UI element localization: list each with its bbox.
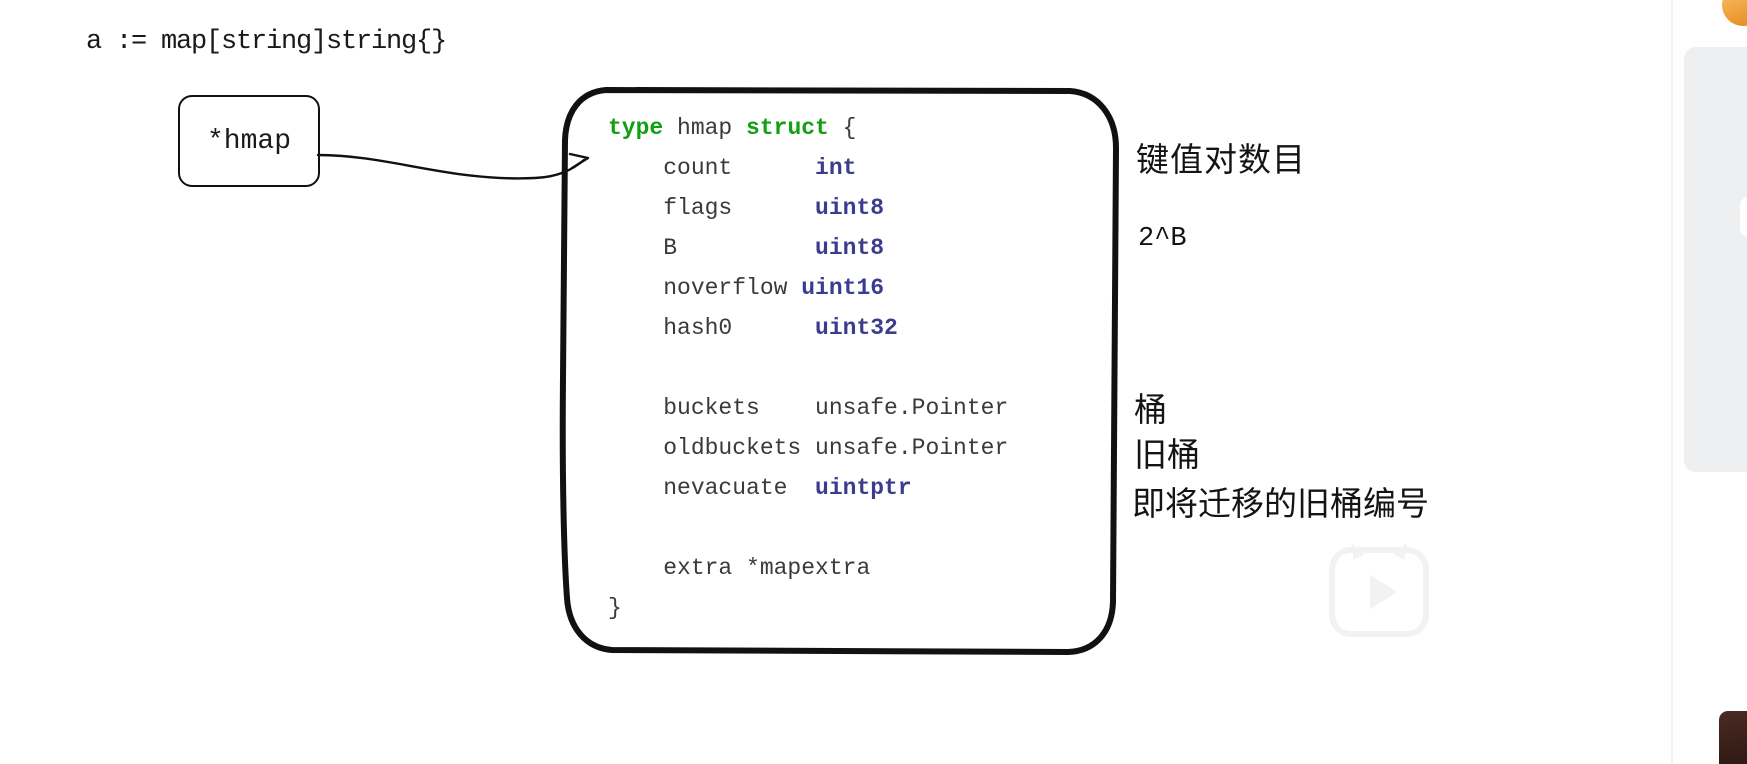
- code-token: hash0: [608, 315, 816, 341]
- code-line: B uint8: [608, 228, 1008, 268]
- annotation-oldbuckets: 旧桶: [1134, 435, 1200, 474]
- code-token: nevacuate: [608, 475, 816, 501]
- code-token: }: [608, 595, 622, 621]
- code-token: uint8: [815, 195, 885, 221]
- annotation-nevacuate: 即将迁移的旧桶编号: [1132, 484, 1429, 523]
- code-token: int: [815, 155, 857, 181]
- code-line: nevacuate uintptr: [608, 468, 1008, 508]
- code-token: uintptr: [815, 475, 912, 501]
- hmap-pointer-box: *hmap: [178, 95, 320, 187]
- hmap-struct-code: type hmap struct { count int flags uint8…: [608, 108, 1008, 628]
- code-token: struct: [746, 115, 829, 141]
- code-line: flags uint8: [608, 188, 1008, 228]
- code-token: type: [608, 115, 664, 141]
- code-token: uint32: [815, 315, 898, 341]
- annotation-b: 2^B: [1138, 224, 1187, 254]
- code-token: noverflow: [608, 275, 802, 301]
- code-token: B: [608, 235, 816, 261]
- code-token: uint8: [815, 235, 885, 261]
- code-line: hash0 uint32: [608, 308, 1008, 348]
- panel-divider: [1671, 0, 1673, 764]
- play-button-watermark-icon: [1329, 547, 1429, 637]
- code-token: extra *mapextra: [608, 555, 871, 581]
- code-token: buckets unsafe.Pointer: [608, 395, 1009, 421]
- hmap-pointer-label: *hmap: [206, 125, 291, 157]
- code-token: {: [828, 115, 857, 141]
- map-declaration-text: a := map[string]string{}: [86, 27, 447, 57]
- code-line: extra *mapextra: [608, 548, 1008, 588]
- play-triangle-icon: [1369, 575, 1397, 609]
- annotation-count: 键值对数目: [1136, 140, 1306, 179]
- code-line: }: [608, 588, 1008, 628]
- side-panel-thumbnail[interactable]: [1719, 711, 1747, 764]
- code-token: hmap: [663, 115, 747, 141]
- code-line: [608, 508, 1008, 548]
- code-token: count: [608, 155, 816, 181]
- right-side-panel: [1673, 0, 1747, 764]
- code-token: flags: [608, 195, 816, 221]
- side-panel-card-notch: [1740, 197, 1747, 237]
- diagram-canvas: a := map[string]string{} *hmap type hmap…: [0, 0, 1672, 764]
- code-line: buckets unsafe.Pointer: [608, 388, 1008, 428]
- code-line: [608, 348, 1008, 388]
- code-line: oldbuckets unsafe.Pointer: [608, 428, 1008, 468]
- code-token: uint16: [801, 275, 885, 301]
- avatar-orange-circle[interactable]: [1722, 0, 1747, 26]
- annotation-buckets: 桶: [1134, 390, 1167, 429]
- code-line: noverflow uint16: [608, 268, 1008, 308]
- code-line: count int: [608, 148, 1008, 188]
- hmap-struct-box: [559, 78, 1120, 658]
- side-panel-card[interactable]: [1684, 47, 1747, 472]
- code-token: oldbuckets unsafe.Pointer: [608, 435, 1009, 461]
- code-line: type hmap struct {: [608, 108, 1008, 148]
